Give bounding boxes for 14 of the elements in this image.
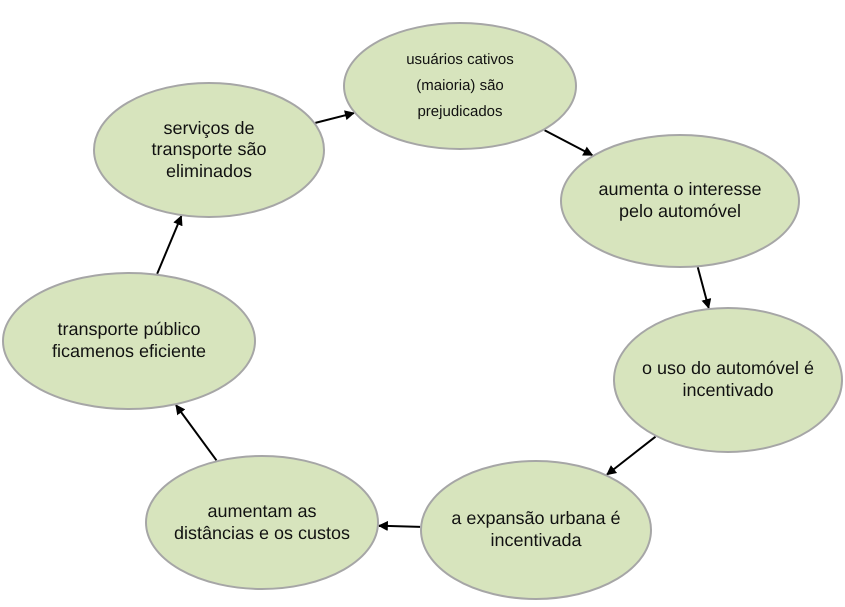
arrow — [156, 215, 182, 274]
arrow — [315, 110, 355, 124]
node-text: serviços de transporte são eliminados — [150, 118, 268, 182]
node-text: a expansão urbana é incentivada — [450, 508, 622, 552]
arrow — [175, 404, 218, 461]
node-text: aumentam as distâncias e os custos — [173, 500, 351, 544]
arrow — [378, 520, 420, 531]
arrow — [606, 436, 656, 476]
node-text: usuários cativos (maioria) são prejudicados — [405, 50, 515, 122]
arrow — [544, 129, 594, 156]
node-text: o uso do automóvel é incentivado — [641, 358, 815, 402]
node-text: transporte público ficamenos eficiente — [50, 319, 208, 363]
arrow — [696, 267, 712, 309]
node-text: aumenta o interesse pelo automóvel — [597, 179, 763, 223]
